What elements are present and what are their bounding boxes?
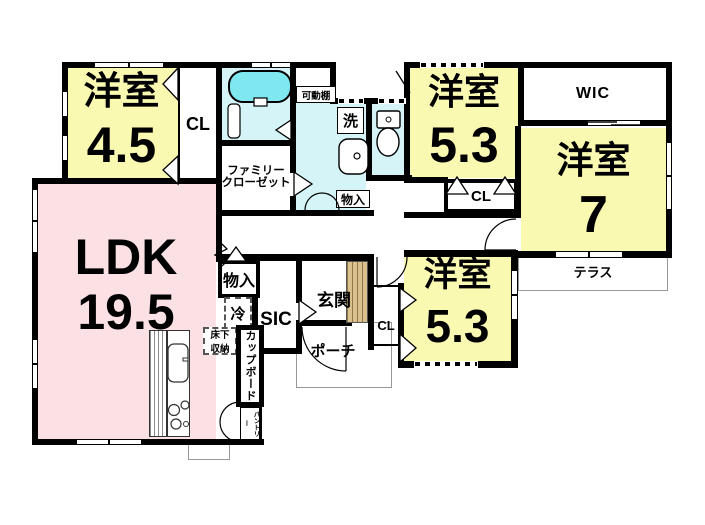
wall bbox=[216, 62, 222, 184]
wall bbox=[398, 283, 404, 368]
family-closet-label: ファミリークローゼット bbox=[221, 164, 291, 189]
porch-label: ポーチ bbox=[310, 343, 356, 361]
wall bbox=[404, 250, 518, 257]
window bbox=[252, 62, 290, 68]
wall bbox=[366, 175, 412, 181]
bedroom-s-name: 洋室 bbox=[423, 256, 492, 295]
wall bbox=[366, 98, 372, 181]
window bbox=[62, 92, 68, 116]
closet-s-top-line bbox=[374, 285, 398, 287]
window bbox=[95, 62, 163, 68]
wall bbox=[404, 62, 410, 183]
cupboard-box: カップボード bbox=[236, 325, 264, 407]
wall bbox=[290, 196, 296, 216]
bedroom-e-floor bbox=[521, 128, 666, 252]
window bbox=[666, 143, 672, 209]
storage-washroom-box: 物入 bbox=[336, 190, 370, 208]
bedroom-e-door-arc bbox=[484, 218, 517, 251]
ldk-area: 19.5 bbox=[77, 283, 175, 340]
movable-shelf-label: 可動棚 bbox=[296, 86, 336, 103]
closet-s-label: CL bbox=[377, 318, 395, 334]
window bbox=[511, 271, 518, 319]
pantry-box: パントリー bbox=[240, 407, 260, 440]
entrance-label: 玄関 bbox=[317, 291, 351, 311]
wall bbox=[252, 348, 302, 354]
closet-divider bbox=[178, 65, 180, 180]
bathroom-floor bbox=[222, 68, 290, 142]
bedroom-s-floor bbox=[404, 255, 511, 362]
window bbox=[32, 340, 38, 388]
sliding-door bbox=[588, 120, 640, 126]
ldk-name: LDK bbox=[74, 228, 178, 285]
wall bbox=[368, 255, 374, 350]
wall bbox=[252, 258, 258, 354]
window bbox=[77, 439, 141, 445]
bedroom-n-name: 洋室 bbox=[427, 71, 500, 113]
bedroom-n-area: 5.3 bbox=[429, 116, 499, 173]
closet-s-bottom-line bbox=[374, 344, 398, 346]
wall bbox=[515, 126, 521, 218]
fridge-box: 冷 bbox=[224, 297, 252, 329]
wic-label: WIC bbox=[575, 84, 611, 102]
exterior-step bbox=[188, 444, 230, 460]
window bbox=[556, 251, 622, 258]
wall bbox=[32, 178, 38, 445]
wall bbox=[290, 147, 296, 173]
toilet-floor bbox=[372, 104, 404, 176]
window bbox=[378, 98, 406, 104]
wall bbox=[296, 258, 302, 303]
entrance-step-board bbox=[346, 261, 368, 323]
wall bbox=[296, 322, 302, 354]
terrace-label: テラス bbox=[573, 265, 613, 281]
wall bbox=[216, 140, 296, 146]
window bbox=[420, 62, 484, 68]
bedroom-e-area: 7 bbox=[579, 185, 608, 244]
bedroom-nw-name: 洋室 bbox=[83, 71, 160, 114]
bedroom-n-floor bbox=[410, 68, 518, 178]
closet-nw-label: CL bbox=[186, 113, 210, 134]
wall bbox=[62, 62, 68, 184]
wall bbox=[404, 62, 672, 68]
window bbox=[414, 361, 478, 368]
wall bbox=[62, 62, 336, 68]
wall bbox=[296, 320, 352, 326]
wall bbox=[216, 184, 222, 262]
wall bbox=[290, 62, 296, 147]
sic-label: SIC bbox=[260, 309, 292, 331]
window bbox=[62, 136, 68, 160]
laundry-box: 洗 bbox=[337, 107, 364, 134]
bedroom-nw-area: 4.5 bbox=[86, 116, 157, 173]
window bbox=[338, 98, 364, 104]
wall bbox=[330, 62, 336, 104]
bedroom-e-name: 洋室 bbox=[556, 139, 631, 181]
wall bbox=[404, 212, 520, 218]
bedroom-nw-floor bbox=[65, 65, 178, 180]
window bbox=[32, 190, 38, 252]
closet-n-box: CL bbox=[444, 179, 518, 213]
bedroom-s-area: 5.3 bbox=[425, 299, 490, 352]
kitchen-counter bbox=[167, 330, 190, 437]
wall bbox=[32, 439, 264, 445]
underfloor-storage-label: 床下収納 bbox=[210, 330, 230, 355]
storage-hall-box: 物入 bbox=[218, 260, 260, 298]
wall bbox=[32, 178, 222, 184]
wall bbox=[216, 254, 374, 261]
wall bbox=[404, 177, 448, 183]
kitchen-counter-front bbox=[149, 330, 167, 437]
wall bbox=[518, 62, 524, 126]
